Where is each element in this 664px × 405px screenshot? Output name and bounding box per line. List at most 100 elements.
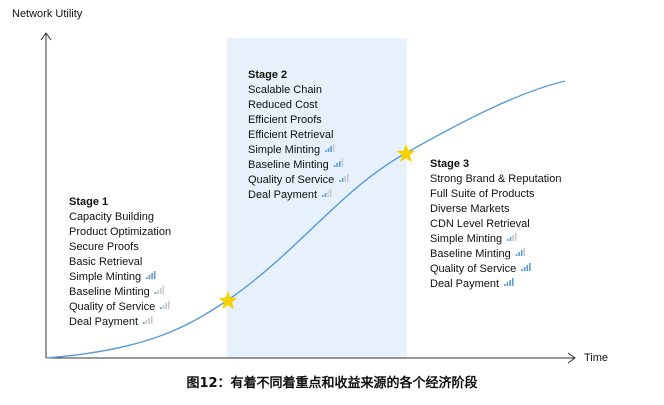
signal-bar: [523, 248, 526, 256]
stage-item: Basic Retrieval: [69, 256, 142, 268]
signal-bar: [327, 191, 329, 197]
utility-curve: [45, 80, 566, 359]
stage-item: CDN Level Retrieval: [430, 218, 530, 230]
signal-strength-icon: [143, 316, 153, 324]
signal-bar: [162, 286, 165, 294]
signal-bar: [159, 288, 162, 294]
signal-bar: [332, 144, 335, 152]
stage-1-transition-star: [218, 291, 238, 310]
stage-item: Scalable Chain: [248, 84, 322, 96]
signal-bar: [148, 275, 151, 279]
signal-bar: [529, 263, 531, 271]
stage-item: Deal Payment: [69, 316, 138, 328]
stage-item: Capacity Building: [69, 211, 154, 223]
signal-bar: [504, 284, 506, 286]
signal-bar: [157, 290, 159, 294]
signal-bar: [160, 307, 162, 309]
signal-bar: [153, 271, 156, 279]
stage-item: Reduced Cost: [248, 99, 318, 111]
signal-bar: [511, 278, 514, 286]
signal-bar: [154, 292, 157, 294]
stage-item: Diverse Markets: [430, 203, 510, 215]
signal-bar: [333, 165, 336, 167]
signal-bar: [151, 273, 153, 279]
signal-strength-icon: [521, 263, 531, 271]
signal-strength-icon: [515, 248, 526, 256]
signal-bar: [347, 174, 349, 182]
signal-strength-icon: [507, 233, 517, 241]
signal-bar: [339, 180, 341, 182]
stage-item: Full Suite of Products: [430, 188, 535, 200]
signal-bar: [148, 318, 150, 324]
stage-item: Quality of Service: [69, 301, 155, 313]
stage-title: Stage 3: [430, 158, 469, 170]
signal-strength-icon: [339, 174, 349, 182]
stage-title: Stage 1: [69, 196, 108, 208]
signal-strength-icon: [325, 144, 335, 152]
signal-bar: [322, 195, 324, 197]
signal-bar: [515, 254, 518, 256]
signal-bar: [165, 303, 167, 309]
stage-item: Efficient Retrieval: [248, 129, 333, 141]
x-axis-label: Time: [584, 352, 608, 364]
stage-item: Quality of Service: [430, 263, 516, 275]
signal-bar: [146, 277, 148, 279]
y-axis-label: Network Utility: [12, 8, 83, 20]
stage-item: Baseline Minting: [248, 159, 329, 171]
signal-bar: [338, 161, 341, 167]
signal-bar: [162, 305, 165, 309]
x-axis-arrow: [567, 352, 576, 364]
signal-bar: [324, 193, 327, 197]
signal-bar: [336, 163, 338, 167]
stage-item: Product Optimization: [69, 226, 171, 238]
signal-bar: [344, 176, 346, 182]
signal-bar: [330, 146, 332, 152]
stage-item: Secure Proofs: [69, 241, 139, 253]
stage-item: Simple Minting: [430, 233, 502, 245]
stage-2-transition-star: [396, 144, 416, 163]
stage-item: Simple Minting: [248, 144, 320, 156]
signal-bar: [341, 159, 344, 167]
signal-strength-icon: [160, 301, 170, 309]
stage-2-highlight: [227, 38, 407, 358]
y-axis-arrow: [40, 32, 52, 41]
signal-strength-icon: [154, 286, 165, 294]
stage-item: Simple Minting: [69, 271, 141, 283]
signal-bar: [518, 252, 520, 256]
stage-item: Quality of Service: [248, 174, 334, 186]
signal-bar: [143, 322, 145, 324]
signal-strength-icon: [322, 189, 332, 197]
signal-bar: [509, 237, 512, 241]
signal-bar: [327, 148, 330, 152]
signal-strength-icon: [333, 159, 344, 167]
signal-bar: [507, 239, 509, 241]
stage-item: Baseline Minting: [430, 248, 511, 260]
stage-title: Stage 2: [248, 69, 287, 81]
signal-bar: [506, 282, 509, 286]
stage-item: Efficient Proofs: [248, 114, 322, 126]
signal-strength-icon: [504, 278, 514, 286]
signal-bar: [168, 301, 170, 309]
figure-caption: 图12：有着不同着重点和收益来源的各个经济阶段: [186, 376, 478, 391]
signal-bar: [341, 178, 344, 182]
stage-item: Deal Payment: [248, 189, 317, 201]
stage-item: Baseline Minting: [69, 286, 150, 298]
signal-bar: [329, 189, 332, 197]
signal-bar: [523, 267, 526, 271]
signal-bar: [514, 233, 517, 241]
signal-bar: [521, 269, 523, 271]
signal-bar: [150, 316, 153, 324]
stage-item: Deal Payment: [430, 278, 499, 290]
signal-bar: [526, 265, 528, 271]
stage-item: Strong Brand & Reputation: [430, 173, 561, 185]
signal-bar: [509, 280, 511, 286]
signal-bar: [325, 150, 327, 152]
signal-strength-icon: [146, 271, 156, 279]
signal-bar: [512, 235, 514, 241]
signal-bar: [520, 250, 523, 256]
signal-bar: [145, 320, 148, 324]
